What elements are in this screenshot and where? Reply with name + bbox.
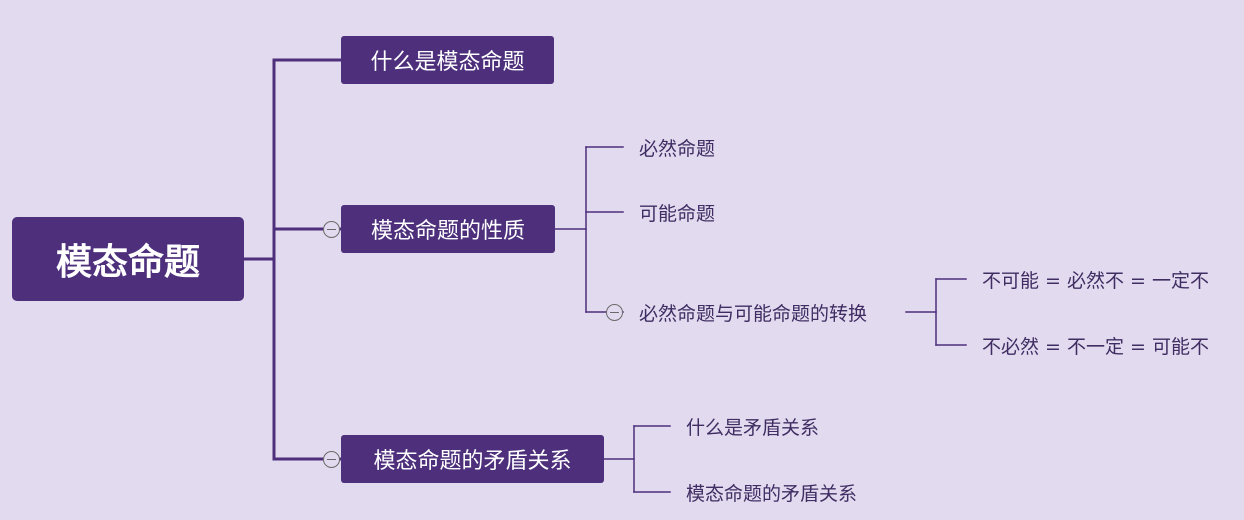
- root-node[interactable]: 模态命题: [12, 217, 244, 301]
- branch-node-what-is-modal-proposition[interactable]: 什么是模态命题: [341, 36, 554, 84]
- minus-circle-icon[interactable]: [323, 451, 340, 468]
- branch-node-properties[interactable]: 模态命题的性质: [341, 205, 555, 253]
- leaf-equivalence-not-necessary[interactable]: 不必然 = 不一定 = 可能不: [982, 335, 1209, 358]
- leaf-conversion[interactable]: 必然命题与可能命题的转换: [639, 302, 868, 325]
- leaf-possible-proposition[interactable]: 可能命题: [639, 202, 716, 225]
- leaf-equivalence-impossible[interactable]: 不可能 = 必然不 = 一定不: [982, 269, 1209, 292]
- leaf-what-is-contradiction[interactable]: 什么是矛盾关系: [686, 416, 820, 439]
- leaf-modal-contradiction[interactable]: 模态命题的矛盾关系: [686, 482, 858, 505]
- minus-circle-icon[interactable]: [323, 221, 340, 238]
- minus-circle-icon[interactable]: [606, 304, 623, 321]
- branch-node-contradiction[interactable]: 模态命题的矛盾关系: [341, 435, 604, 483]
- leaf-necessary-proposition[interactable]: 必然命题: [639, 137, 716, 160]
